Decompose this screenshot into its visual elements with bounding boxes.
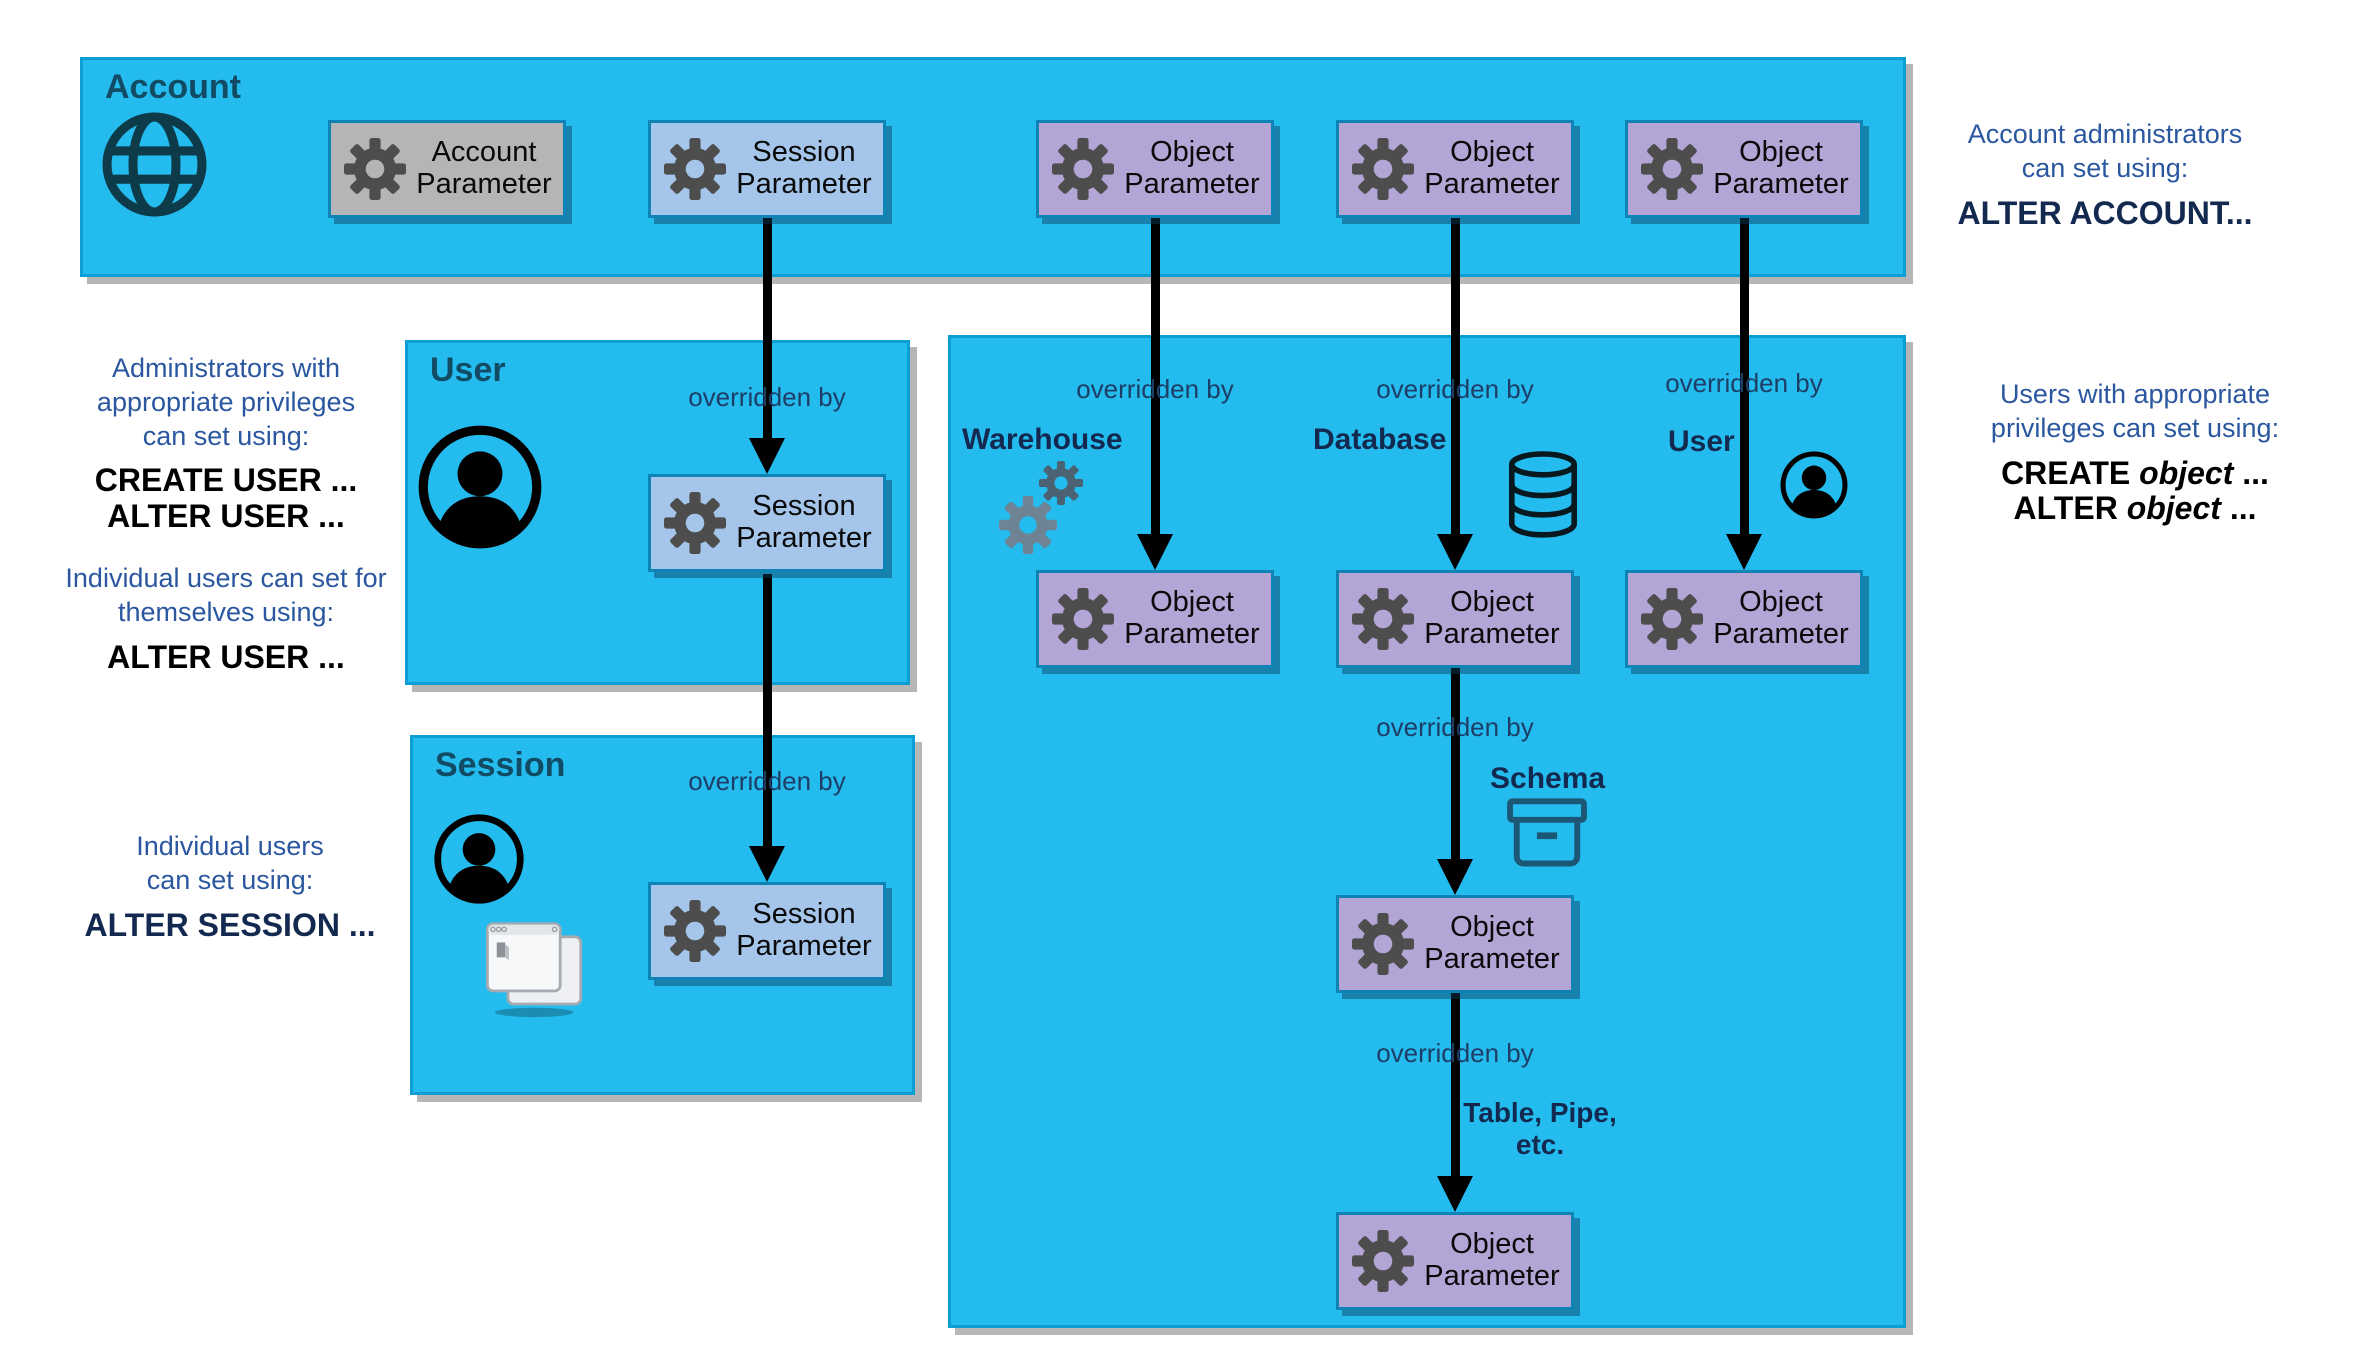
arrow-session-user-to-session	[749, 574, 785, 882]
param-label: Object Parameter	[1713, 586, 1849, 650]
gear-icon	[664, 492, 726, 554]
arrow-session-account-to-user	[749, 218, 785, 474]
arrow-schema-to-table	[1437, 992, 1473, 1212]
param-label: Object Parameter	[1424, 1228, 1560, 1292]
object-box	[948, 335, 1906, 1328]
schema-label: Schema	[1490, 762, 1606, 795]
param-label: Session Parameter	[736, 898, 872, 962]
account-parameter-box: Account Parameter	[328, 120, 566, 218]
note-account-admins: Account administrators can set using: AL…	[1925, 118, 2285, 231]
object-parameter-box-account-2: Object Parameter	[1336, 120, 1574, 218]
param-label: Account Parameter	[416, 136, 552, 200]
person-icon	[1778, 449, 1850, 521]
param-label: Session Parameter	[736, 490, 872, 554]
note-individual-themselves: Individual users can set for themselves …	[36, 562, 416, 675]
object-parameter-box-account-3: Object Parameter	[1625, 120, 1863, 218]
overridden-by-label: overridden by	[1076, 374, 1234, 404]
alter-session-command: ALTER SESSION ...	[84, 906, 376, 943]
alter-user-command: ALTER USER ...	[107, 638, 345, 675]
gear-icon	[344, 138, 406, 200]
object-parameter-box-user: Object Parameter	[1625, 570, 1863, 668]
param-label: Object Parameter	[1713, 136, 1849, 200]
session-parameter-box-account: Session Parameter	[648, 120, 886, 218]
overridden-by-label: overridden by	[1376, 374, 1534, 404]
globe-icon	[98, 108, 211, 221]
note-admins-privileges: Administrators with appropriate privileg…	[46, 352, 406, 535]
session-parameter-box-user: Session Parameter	[648, 474, 886, 572]
note-text: Individual users can set using:	[136, 831, 324, 895]
note-text: Account administrators can set using:	[1967, 119, 2243, 183]
create-alter-object-commands: CREATE object ... ALTER object ...	[1935, 454, 2335, 528]
user-level-label: User	[1668, 425, 1735, 458]
gear-icon	[664, 900, 726, 962]
arrow-object-to-database	[1437, 218, 1473, 570]
create-object-command: CREATE object ...	[2001, 454, 2269, 491]
warehouse-label: Warehouse	[962, 423, 1123, 456]
param-label: Object Parameter	[1424, 911, 1560, 975]
param-label: Object Parameter	[1124, 136, 1260, 200]
overridden-by-label: overridden by	[688, 382, 846, 412]
overridden-by-label: overridden by	[1376, 1038, 1534, 1068]
param-label: Object Parameter	[1124, 586, 1260, 650]
windows-icon	[486, 922, 583, 1018]
account-box-title: Account	[105, 68, 241, 106]
param-label: Session Parameter	[736, 136, 872, 200]
session-parameter-box-session: Session Parameter	[648, 882, 886, 980]
object-parameter-box-warehouse: Object Parameter	[1036, 570, 1274, 668]
param-label: Object Parameter	[1424, 586, 1560, 650]
session-box-title: Session	[435, 746, 566, 784]
note-text: Users with appropriate privileges can se…	[1990, 379, 2280, 443]
gear-icon	[1352, 913, 1414, 975]
gear-icon	[1641, 138, 1703, 200]
database-icon	[1503, 450, 1583, 542]
note-users-privileges: Users with appropriate privileges can se…	[1935, 378, 2335, 527]
schema-box-icon	[1505, 796, 1589, 868]
person-icon	[414, 421, 546, 553]
note-text: Individual users can set for themselves …	[65, 563, 387, 627]
alter-account-command: ALTER ACCOUNT...	[1957, 194, 2253, 231]
overridden-by-label: overridden by	[1376, 712, 1534, 742]
object-parameter-box-account-1: Object Parameter	[1036, 120, 1274, 218]
object-parameter-box-database: Object Parameter	[1336, 570, 1574, 668]
overridden-by-label: overridden by	[1665, 368, 1823, 398]
note-text: Administrators with appropriate privileg…	[96, 353, 356, 451]
gear-icon	[1641, 588, 1703, 650]
alter-object-command: ALTER object ...	[2013, 490, 2257, 527]
warehouse-gear-icon-large	[999, 496, 1057, 554]
gear-icon	[1052, 588, 1114, 650]
gear-icon	[1352, 1230, 1414, 1292]
note-individual-users: Individual users can set using: ALTER SE…	[50, 830, 410, 943]
param-label: Object Parameter	[1424, 136, 1560, 200]
user-box-title: User	[430, 351, 506, 389]
create-alter-user-commands: CREATE USER ... ALTER USER ...	[94, 462, 358, 535]
database-label: Database	[1313, 423, 1447, 456]
arrow-database-to-schema	[1437, 668, 1473, 895]
object-parameter-box-table: Object Parameter	[1336, 1212, 1574, 1310]
gear-icon	[1352, 588, 1414, 650]
gear-icon	[1352, 138, 1414, 200]
overridden-by-label: overridden by	[688, 766, 846, 796]
gear-icon	[1052, 138, 1114, 200]
object-parameter-box-schema: Object Parameter	[1336, 895, 1574, 993]
table-pipe-label: Table, Pipe, etc.	[1463, 1097, 1617, 1160]
arrow-object-to-warehouse	[1137, 218, 1173, 570]
person-icon	[431, 811, 527, 907]
arrow-object-to-user	[1726, 218, 1762, 570]
gear-icon	[664, 138, 726, 200]
